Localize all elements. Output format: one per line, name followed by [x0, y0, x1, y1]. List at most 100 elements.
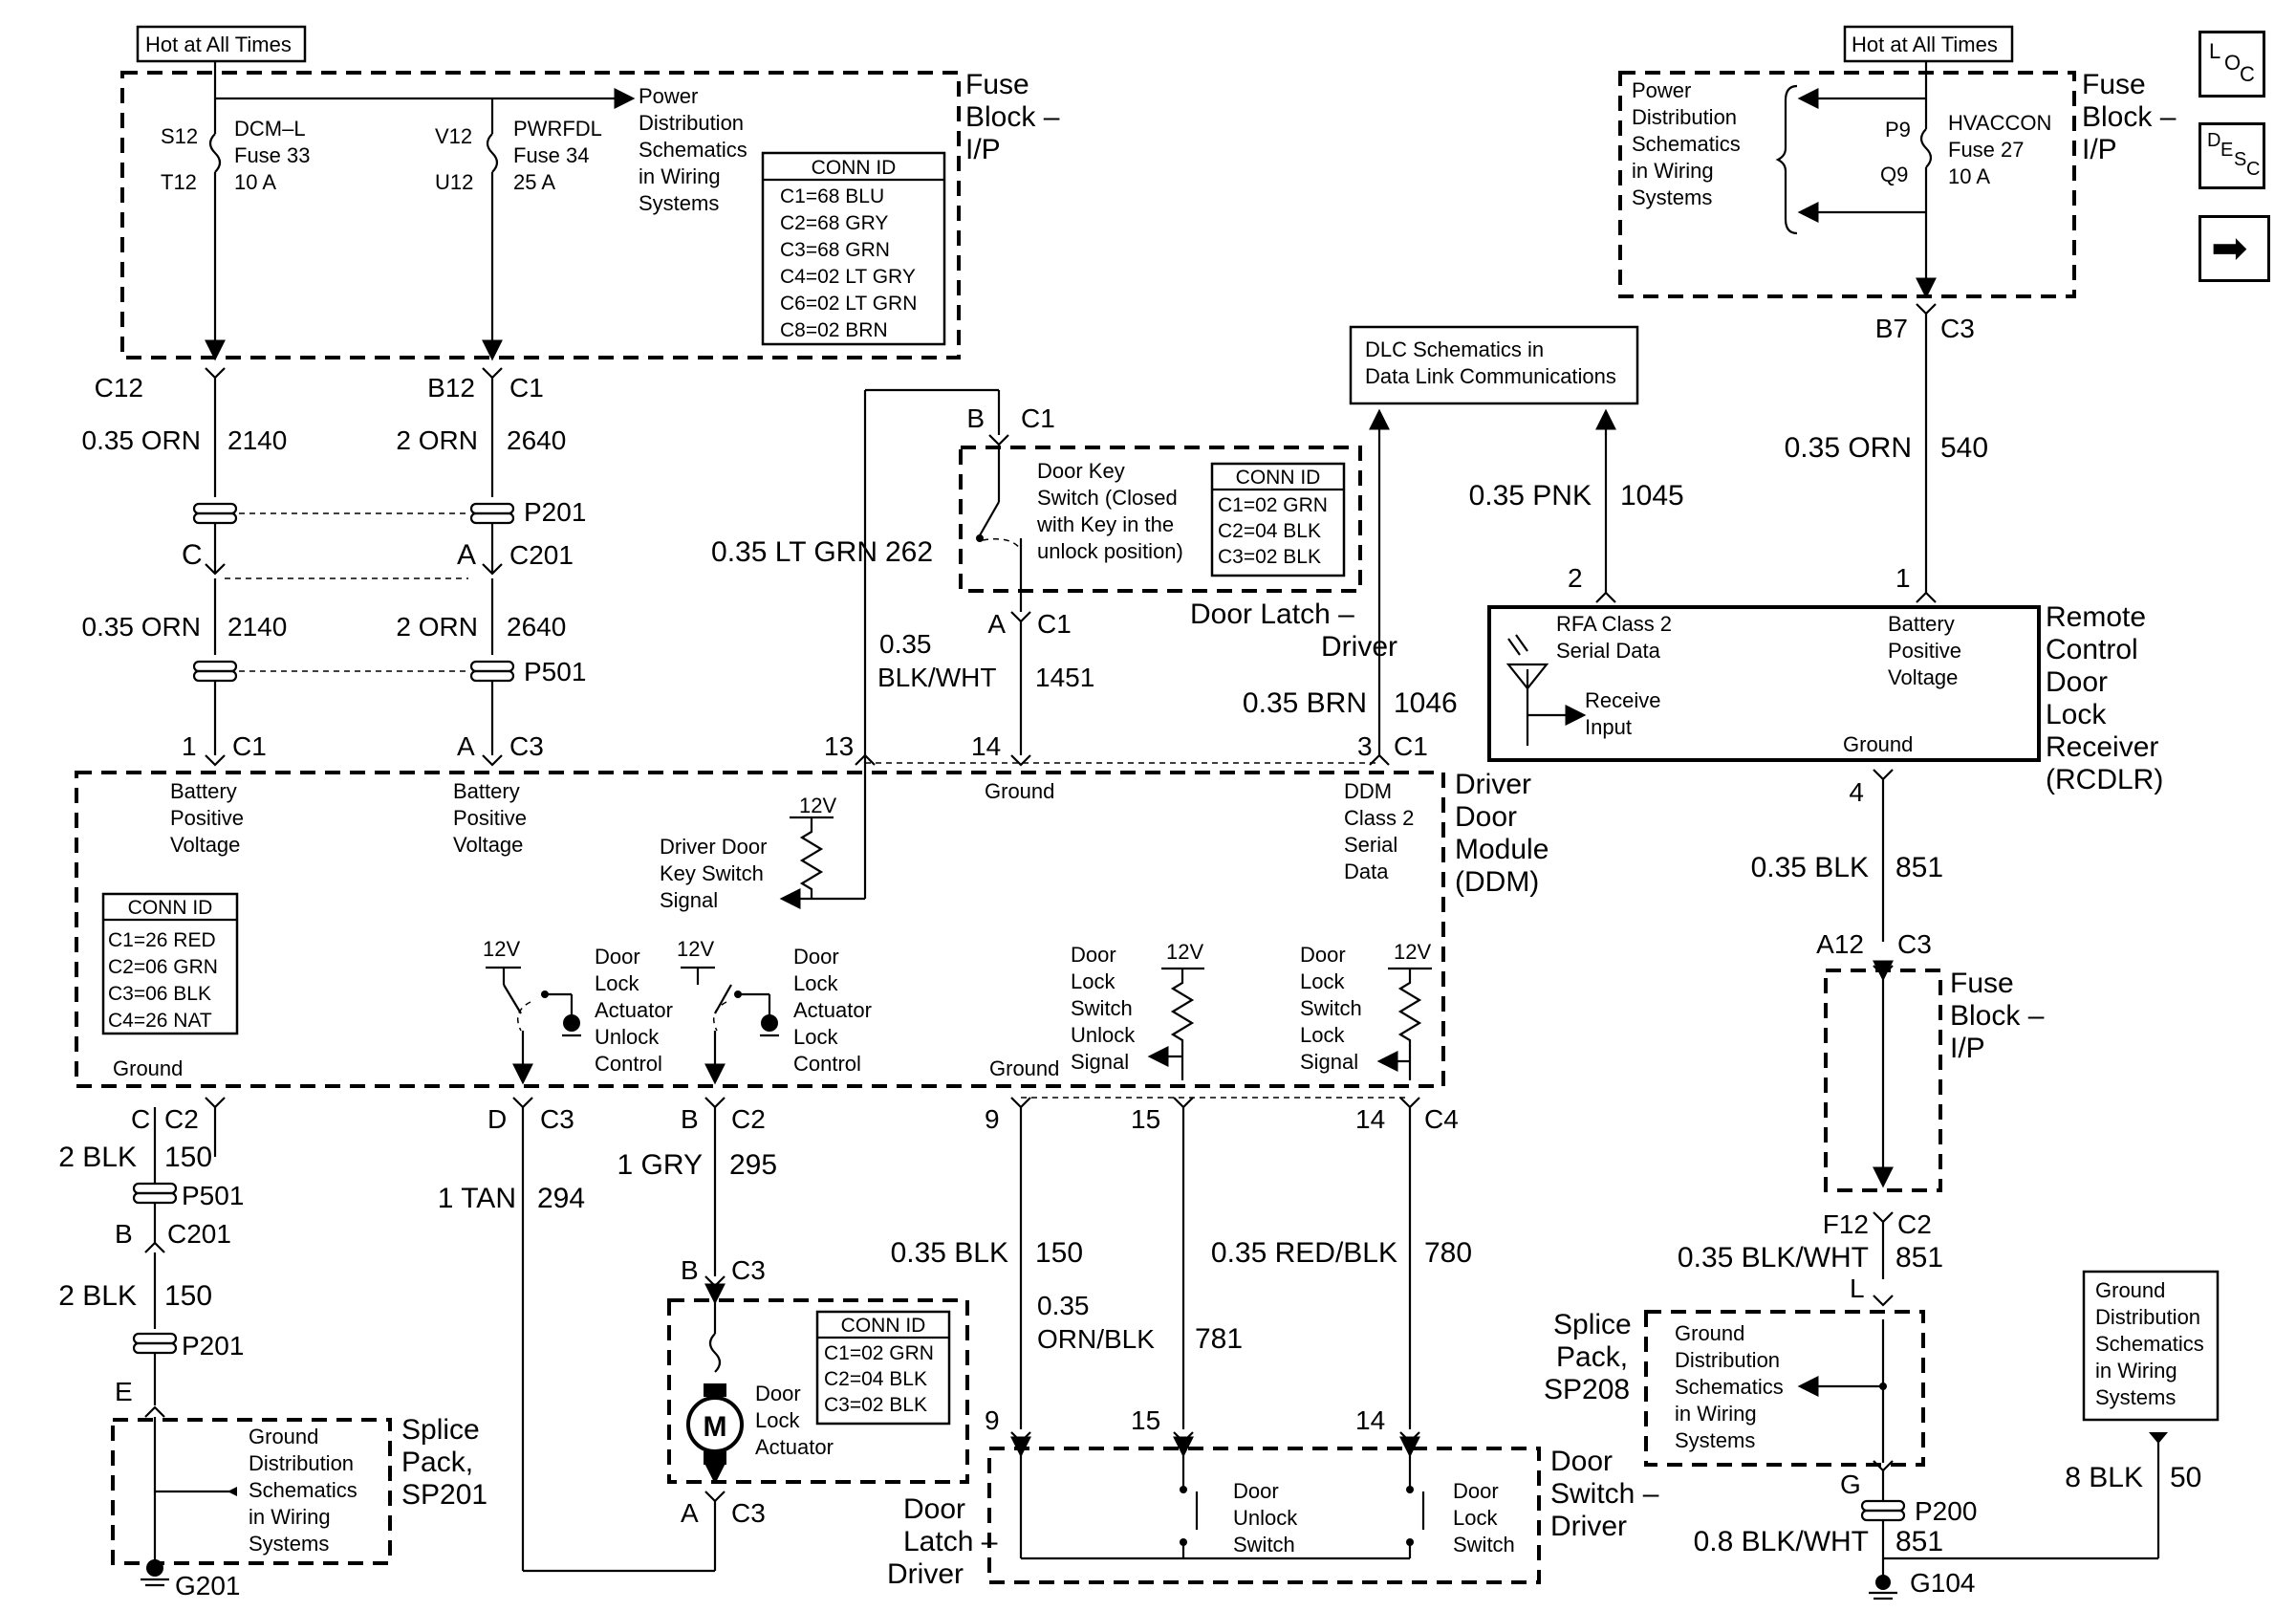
- svg-text:Schematics: Schematics: [2095, 1332, 2204, 1356]
- svg-text:Serial Data: Serial Data: [1556, 639, 1661, 663]
- svg-text:Schematics: Schematics: [1675, 1375, 1784, 1399]
- conn-c-left: C: [182, 539, 203, 571]
- svg-text:Lock: Lock: [1300, 1023, 1345, 1047]
- conn-f12: F12: [1823, 1209, 1869, 1239]
- svg-text:C4=02 LT GRY: C4=02 LT GRY: [780, 266, 916, 288]
- svg-text:Class 2: Class 2: [1344, 806, 1414, 830]
- conn-id-fuse-block: CONN ID C1=68 BLU C2=68 GRY C3=68 GRN C4…: [761, 151, 946, 346]
- conn-1-left: 1: [182, 731, 197, 761]
- svg-text:Actuator: Actuator: [595, 998, 673, 1022]
- svg-text:Door: Door: [1071, 943, 1116, 967]
- ddm-name: Driver Door Module (DDM): [1455, 769, 1549, 898]
- dlc-line2: Data Link Communications: [1365, 364, 1616, 388]
- svg-text:Switch: Switch: [1300, 996, 1362, 1020]
- svg-text:Switch –: Switch –: [1550, 1478, 1659, 1510]
- svg-text:Schematics: Schematics: [249, 1478, 357, 1502]
- svg-text:Positive: Positive: [170, 806, 244, 830]
- rcdlr-receive: Receive Input: [1585, 688, 1660, 739]
- desc-e: E: [2220, 140, 2234, 161]
- fuse-block-lower-label: Fuse Block – I/P: [1950, 968, 2045, 1064]
- conn-c1-key-bot: C1: [1037, 609, 1072, 639]
- power-dist-text-left: Power Distribution Schematics in Wiring …: [639, 84, 747, 215]
- wire-2140-num: 2140: [227, 425, 287, 455]
- fuse27-amp: 10 A: [1948, 164, 1990, 188]
- conn-a-key: A: [987, 609, 1006, 639]
- svg-text:Distribution: Distribution: [1632, 105, 1737, 129]
- conn-b12: B12: [427, 373, 475, 403]
- svg-text:Actuator: Actuator: [793, 998, 872, 1022]
- next-arrow-button[interactable]: ➡: [2199, 215, 2270, 282]
- v12-unlock-sig: 12V: [1166, 940, 1203, 964]
- splice-pack-sp201: [111, 1418, 392, 1565]
- svg-text:Key Switch: Key Switch: [660, 861, 764, 885]
- sp201-text: Ground Distribution Schematics in Wiring…: [249, 1425, 357, 1556]
- svg-text:Door: Door: [2046, 666, 2108, 698]
- hot-label-right: Hot at All Times: [1852, 33, 1998, 56]
- svg-text:Schematics: Schematics: [639, 138, 747, 162]
- conn-14-c4: 14: [1355, 1104, 1385, 1134]
- ddm-unlock-sig: Door Lock Switch Unlock Signal: [1071, 943, 1136, 1074]
- wire-1451-gauge-a: 0.35: [879, 629, 932, 659]
- sp208-name: Splice Pack, SP208: [1544, 1309, 1632, 1405]
- ddm-lock-ctrl: Door Lock Actuator Lock Control: [793, 945, 872, 1076]
- wire-781-gauge-b: ORN/BLK: [1037, 1324, 1155, 1354]
- wire-1045-gauge: 0.35 PNK: [1469, 480, 1592, 512]
- conn-g-right: G: [1840, 1469, 1861, 1499]
- svg-text:Battery: Battery: [453, 779, 520, 803]
- svg-text:C1=02 GRN: C1=02 GRN: [824, 1342, 934, 1364]
- svg-text:C2=68 GRY: C2=68 GRY: [780, 212, 888, 234]
- dlc-schematics-box: [1349, 325, 1639, 405]
- power-dist-text-right: Power Distribution Schematics in Wiring …: [1632, 78, 1741, 209]
- rcdlr-rfa: RFA Class 2 Serial Data: [1556, 612, 1672, 663]
- svg-text:Actuator: Actuator: [755, 1435, 834, 1459]
- svg-text:in Wiring: in Wiring: [1675, 1402, 1757, 1426]
- svg-text:Latch –: Latch –: [903, 1526, 998, 1557]
- svg-text:Systems: Systems: [2095, 1385, 2176, 1409]
- wire-2640-num-2: 2640: [507, 612, 566, 642]
- conn-p501-lower: P501: [182, 1181, 244, 1210]
- svg-text:Control: Control: [793, 1052, 861, 1076]
- ddm-bpv1: Battery Positive Voltage: [170, 779, 244, 857]
- fuse-27-symbol: [1919, 128, 1933, 168]
- svg-text:Module: Module: [1455, 834, 1549, 865]
- wire-1046-gauge: 0.35 BRN: [1243, 687, 1367, 719]
- ground-g201-icon: [146, 1559, 163, 1577]
- antenna-icon: [1505, 634, 1587, 746]
- conn-c2-f12: C2: [1897, 1209, 1932, 1239]
- wire-1451-gauge-b: BLK/WHT: [877, 663, 996, 692]
- loc-button[interactable]: L O C: [2199, 31, 2265, 98]
- svg-text:Receive: Receive: [1585, 688, 1660, 712]
- conn-id-actuator: CONN ID C1=02 GRN C2=04 BLK C3=02 BLK: [815, 1310, 951, 1426]
- conn-p200: P200: [1915, 1496, 1977, 1526]
- hot-label-left: Hot at All Times: [145, 33, 292, 56]
- svg-text:Switch: Switch: [1071, 996, 1133, 1020]
- conn-p201: P201: [524, 497, 586, 527]
- svg-text:C4=26 NAT: C4=26 NAT: [108, 1010, 212, 1032]
- fuse-block-ip-right: [1618, 71, 2076, 298]
- wire-150b-gauge: 0.35 BLK: [891, 1237, 1008, 1269]
- door-switch-driver-module: [987, 1447, 1541, 1584]
- svg-text:Distribution: Distribution: [1675, 1348, 1780, 1372]
- svg-text:Lock: Lock: [2046, 699, 2107, 730]
- desc-button[interactable]: D E S C: [2199, 122, 2265, 189]
- fuse33-pin-bot: T12: [161, 170, 197, 194]
- conn-l: L: [1850, 1274, 1865, 1303]
- svg-text:Door: Door: [1300, 943, 1346, 967]
- desc-d: D: [2207, 130, 2221, 151]
- svg-text:in Wiring: in Wiring: [249, 1505, 331, 1529]
- conn-b7: B7: [1875, 314, 1908, 343]
- fuse-block-right-l3: I/P: [2082, 134, 2117, 165]
- svg-text:Voltage: Voltage: [1888, 665, 1958, 689]
- wire-150-gauge-2: 2 BLK: [58, 1280, 137, 1312]
- svg-text:Pack,: Pack,: [1556, 1341, 1628, 1373]
- svg-text:Voltage: Voltage: [170, 833, 240, 857]
- fuse27-pin-bot: Q9: [1880, 163, 1908, 186]
- fuse-block-right-l1: Fuse: [2082, 69, 2146, 100]
- conn-14-bot: 14: [1355, 1405, 1385, 1435]
- wire-1045-num: 1045: [1620, 480, 1684, 512]
- door-key-switch-module: [959, 446, 1362, 593]
- loc-o: O: [2224, 51, 2242, 75]
- conn-c3-a-act: C3: [731, 1498, 766, 1528]
- svg-text:Power: Power: [639, 84, 698, 108]
- v12-lock: 12V: [677, 937, 714, 961]
